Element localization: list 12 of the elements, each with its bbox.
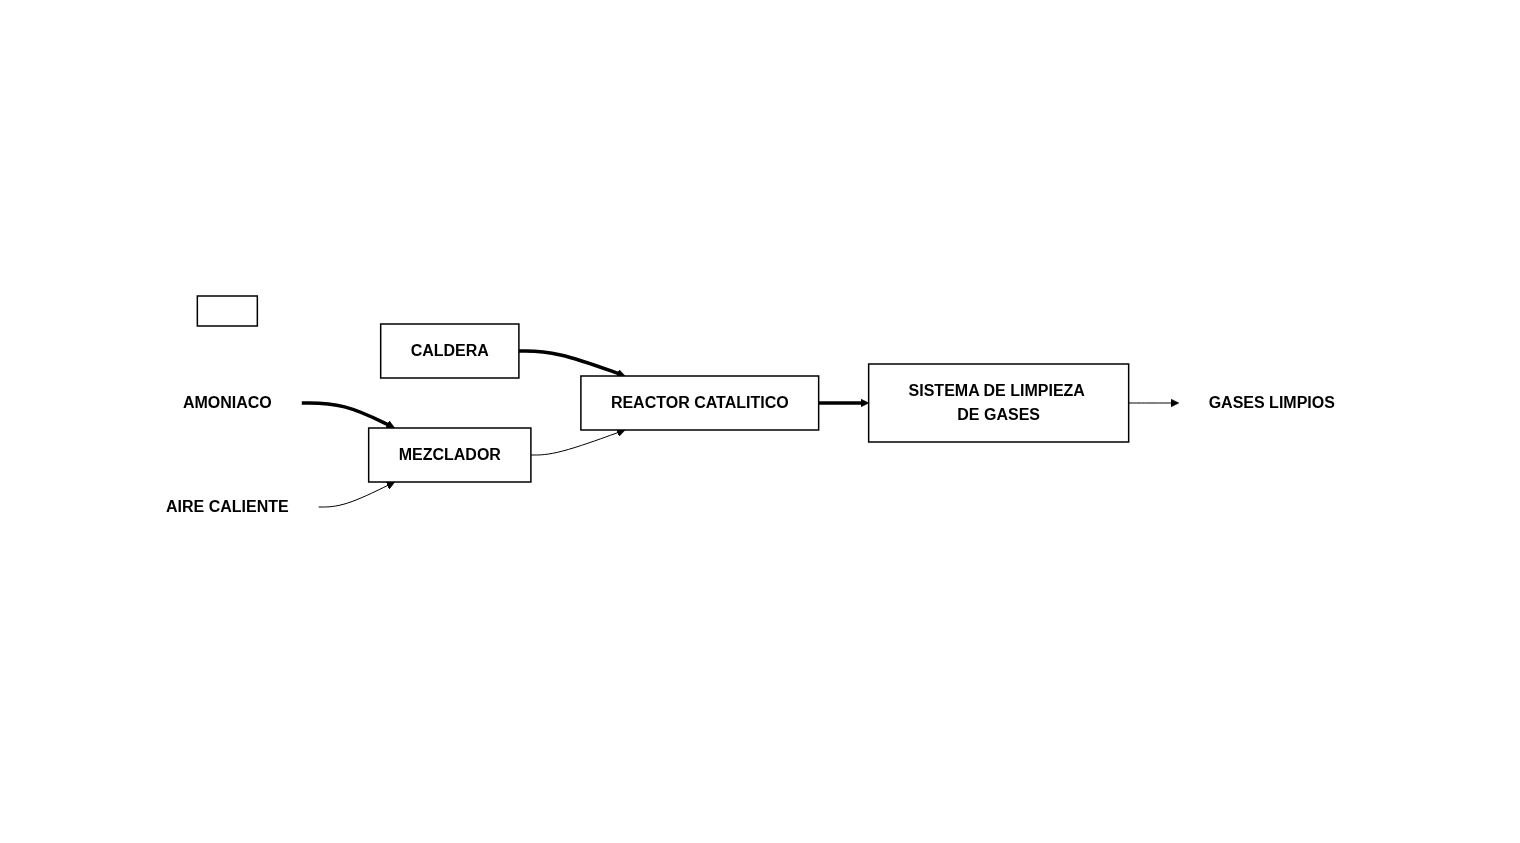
arrow [317, 481, 395, 508]
node-box: CALDERA [379, 323, 520, 379]
node-box: SISTEMA DE LIMPIEZA DE GASES [867, 363, 1129, 443]
node-box: REACTOR CATALITICO [579, 375, 819, 431]
arrow [818, 398, 869, 408]
node-box: MEZCLADOR [367, 427, 532, 483]
arrow [518, 349, 625, 378]
node-box [196, 295, 258, 327]
node-text: AIRE CALIENTE [165, 498, 289, 515]
arrow [301, 401, 395, 429]
node-text: AMONIACO [182, 394, 272, 411]
node-text: GASES LIMPIOS [1208, 394, 1335, 411]
